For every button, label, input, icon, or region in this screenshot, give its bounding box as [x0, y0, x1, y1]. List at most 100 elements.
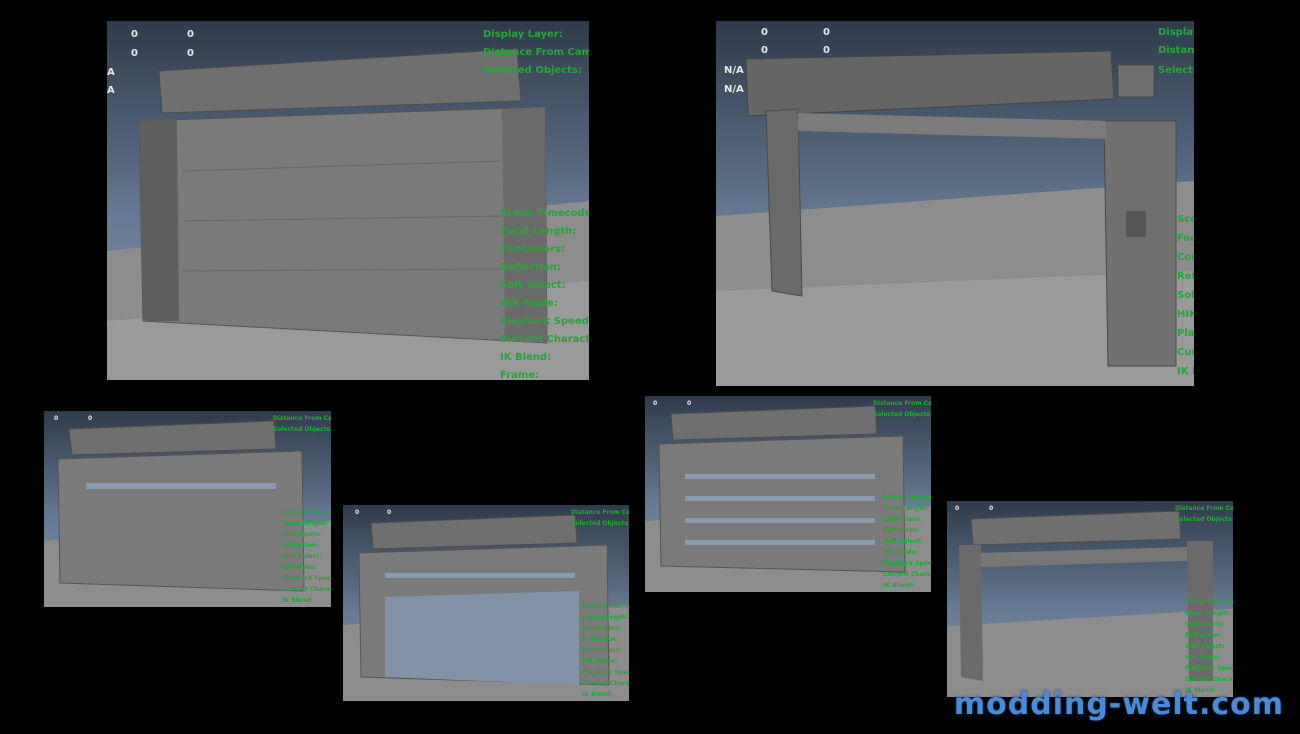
hud-focal: Focal Length:: [500, 226, 577, 237]
hud-value: 0: [54, 415, 59, 422]
hud-frame: Frame:: [500, 370, 540, 380]
hud-value: 0: [989, 505, 994, 512]
door-model-render: [107, 48, 589, 380]
hud-playback: Playback Speed:: [1177, 328, 1194, 339]
hud-hik-mode: HIK Mode:: [883, 549, 918, 556]
hud-playback: Playback Speed:: [582, 669, 629, 676]
hud-soft-select: Soft Select:: [1177, 290, 1194, 301]
hud-selected: Selected Objects:: [483, 65, 582, 76]
hud-playback: Playback Speed:: [500, 316, 589, 327]
hud-focal: Focal Length:: [1185, 610, 1231, 617]
hud-current-char: Current Character:: [582, 680, 629, 687]
hud-value: 0: [761, 27, 768, 38]
hud-focal: Focal Length:: [1177, 233, 1194, 244]
hud-selected: Selected Objects:: [273, 426, 331, 433]
hud-timecode: Scene Timecode:: [500, 208, 589, 219]
door-model-render: [343, 514, 629, 701]
viewport-small-4[interactable]: 0 0 Distance From Camera: Selected Objec…: [947, 501, 1233, 697]
hud-value: A: [107, 85, 115, 96]
hud-ik-blend: IK Blend:: [500, 352, 552, 363]
hud-soft-select: Soft Select:: [282, 553, 322, 560]
hud-distance: Distance From Camera:: [483, 47, 589, 58]
hud-hik-mode: HIK Mode:: [1185, 654, 1220, 661]
watermark: modding-welt.com: [953, 687, 1284, 722]
hud-ik-blend: IK Blend:: [1185, 687, 1216, 694]
hud-selected: Selected Objects:: [571, 520, 629, 527]
hud-current-char: Current Character:: [1185, 676, 1233, 683]
hud-reflection: Reflection:: [282, 542, 319, 549]
hud-soft-select: Soft Select:: [582, 647, 622, 654]
hud-value: 0: [761, 45, 768, 56]
hud-distance: Distance From Camera:: [273, 415, 331, 422]
hud-selected: Selected Objects:: [873, 411, 931, 418]
hud-containers: Containers:: [1177, 252, 1194, 263]
hud-reflection: Reflection:: [500, 262, 561, 273]
hud-reflection: Reflection:: [582, 636, 619, 643]
hud-value: 0: [387, 509, 392, 516]
hud-hik-mode: HIK Mode:: [500, 298, 559, 309]
hud-timecode: Scene Timecode:: [582, 603, 629, 610]
hud-value: 0: [131, 29, 138, 40]
hud-soft-select: Soft Select:: [500, 280, 566, 291]
hud-ik-blend: IK Blend:: [582, 691, 613, 698]
hud-value: N/A: [724, 65, 744, 76]
hud-value: 0: [653, 400, 658, 407]
hud-timecode: Scene Timecode:: [1185, 599, 1233, 606]
viewport-closed-door[interactable]: 0 0 0 0 A A Display Layer: Distance From…: [107, 21, 589, 380]
viewport-small-2[interactable]: 0 0 Distance From Camera: Selected Objec…: [343, 505, 629, 701]
hud-value: 0: [187, 48, 194, 59]
hud-value: A: [107, 67, 115, 78]
hud-value: 0: [187, 29, 194, 40]
door-model-render: [645, 405, 931, 592]
hud-value: N/A: [724, 84, 744, 95]
hud-distance: Distance From Camera:: [873, 400, 931, 407]
hud-playback: Playback Speed:: [282, 575, 331, 582]
hud-soft-select: Soft Select:: [883, 538, 923, 545]
hud-timecode: Scene Timecode:: [883, 494, 931, 501]
door-model-render: [716, 50, 1194, 386]
hud-soft-select: Soft Select:: [1185, 643, 1225, 650]
hud-ik-blend: IK Blend:: [883, 582, 914, 589]
hud-reflection: Reflection:: [883, 527, 920, 534]
hud-selected: Selected Objects:: [1158, 65, 1194, 76]
hud-distance: Distance From Camera:: [1158, 45, 1194, 56]
hud-ik-blend: IK Blend:: [1177, 366, 1194, 377]
hud-containers: Containers:: [282, 531, 322, 538]
hud-reflection: Reflection:: [1185, 632, 1222, 639]
hud-distance: Distance From Camera:: [1175, 505, 1233, 512]
hud-value: 0: [823, 45, 830, 56]
door-model-render: [44, 420, 331, 607]
hud-containers: Containers:: [500, 244, 566, 255]
hud-focal: Focal Length:: [282, 520, 328, 527]
hud-value: 0: [355, 509, 360, 516]
viewport-small-1[interactable]: 0 0 Distance From Camera: Selected Objec…: [44, 411, 331, 607]
hud-value: 0: [131, 48, 138, 59]
hud-containers: Containers:: [582, 625, 622, 632]
hud-timecode: Scene Timecode:: [282, 509, 331, 516]
hud-focal: Focal Length:: [582, 614, 628, 621]
viewport-small-3[interactable]: 0 0 Distance From Camera: Selected Objec…: [645, 396, 931, 592]
hud-playback: Playback Speed:: [1185, 665, 1233, 672]
hud-current-char: Current Character:: [883, 571, 931, 578]
hud-value: 0: [823, 27, 830, 38]
hud-current-char: Current Character:: [282, 586, 331, 593]
hud-current-char: Current Character:: [500, 334, 589, 345]
hud-containers: Containers:: [1185, 621, 1225, 628]
hud-current-char: Current Character:: [1177, 347, 1194, 358]
hud-playback: Playback Speed:: [883, 560, 931, 567]
hud-focal: Focal Length:: [883, 505, 929, 512]
hud-hik-mode: HIK Mode:: [582, 658, 617, 665]
hud-distance: Distance From Camera:: [571, 509, 629, 516]
hud-reflection: Reflection:: [1177, 271, 1194, 282]
door-model-render: [947, 510, 1233, 697]
hud-hik-mode: HIK Mode:: [282, 564, 317, 571]
hud-hik-mode: HIK Mode:: [1177, 309, 1194, 320]
hud-ik-blend: IK Blend:: [282, 597, 313, 604]
hud-timecode: Scene Timecode:: [1177, 214, 1194, 225]
viewport-open-door[interactable]: 0 0 0 0 N/A N/A Display Layer: Distance …: [716, 21, 1194, 386]
hud-selected: Selected Objects:: [1175, 516, 1233, 523]
hud-containers: Containers:: [883, 516, 923, 523]
hud-display-layer: Display Layer:: [483, 29, 563, 40]
hud-value: 0: [955, 505, 960, 512]
hud-value: 0: [88, 415, 93, 422]
